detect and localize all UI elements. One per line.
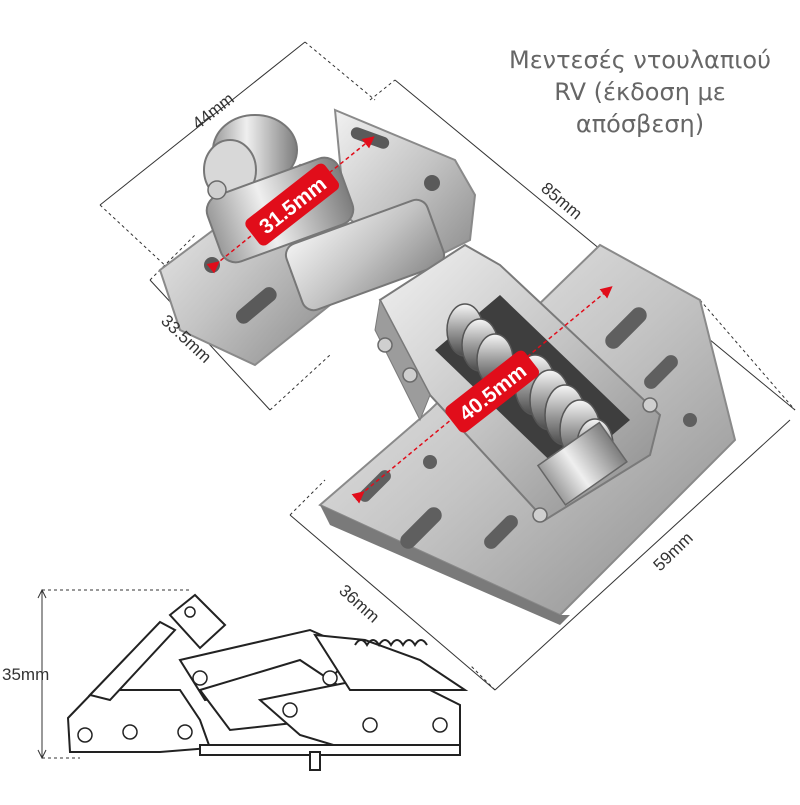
dim-label-base-plate: 59mm [650,528,697,574]
lower-measure-line [351,286,613,504]
profile-holes [77,606,448,743]
profile-spring-coil [354,639,428,647]
dim-label-length-right: 85mm [537,179,585,224]
dim-line-length-right [394,79,796,411]
profile-spring-cover [313,633,469,691]
dim-line-width-top [99,41,306,206]
dim-line-profile-length [289,514,496,691]
profile-base [199,744,461,756]
caption-line-1: Μεντεσές ντουλαπιού [509,46,771,74]
profile-knuckle [168,593,227,650]
hinge-body [158,108,737,625]
dim-line-base-plate [494,419,791,691]
caption-line-3: απόσβεση) [575,110,705,138]
caption-line-2: RV (έκδοση με [554,78,726,106]
profile-arm-a [88,620,177,702]
profile-left-cup [66,689,212,753]
dimension-lines [37,41,796,760]
profile-foot [309,751,321,771]
dim-label-profile-height: 35mm [2,665,49,684]
dim-label-profile-length: 36mm [335,581,383,627]
profile-drawing [66,593,469,771]
